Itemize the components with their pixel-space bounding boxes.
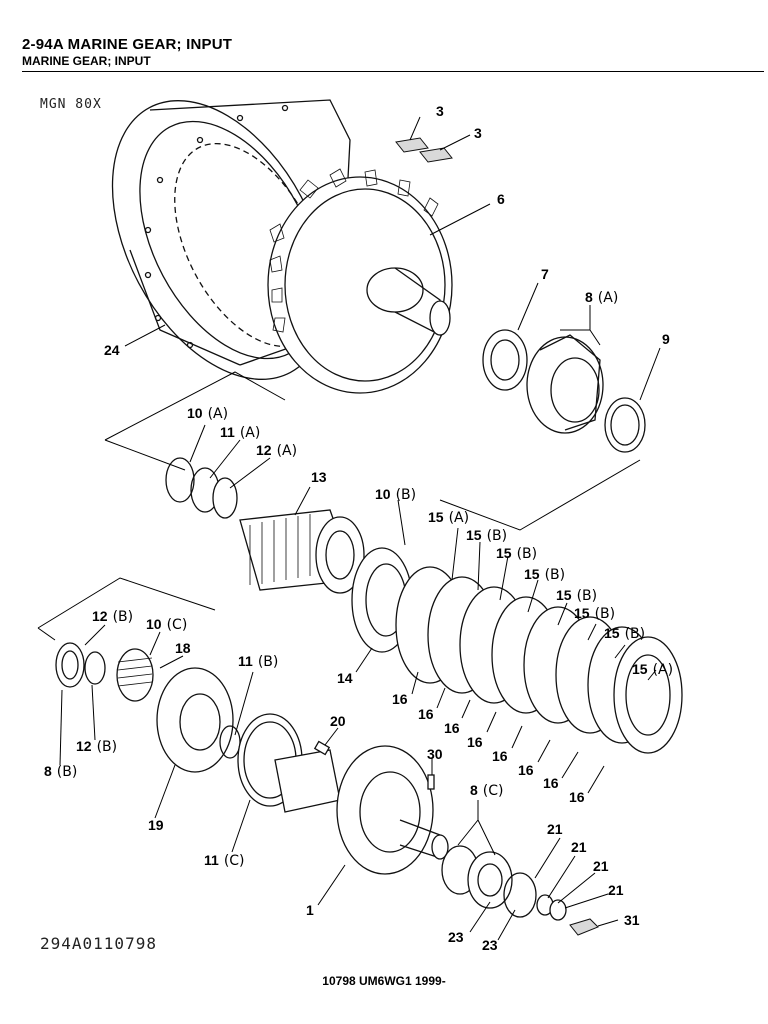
spline-sleeve-13-drawing <box>239 509 365 594</box>
left-small-parts-drawing <box>55 642 154 702</box>
callout-15b5: 15(B) <box>574 605 615 622</box>
callout-11c: 11(C) <box>204 852 245 869</box>
callout-20: 20 <box>330 713 346 729</box>
callout-16-7: 16 <box>543 775 559 791</box>
callout-labels: 33678(A)92410(A)11(A)12(A)1310(B)15(A)15… <box>44 103 673 953</box>
gear-6-drawing <box>267 168 453 394</box>
callout-16-5: 16 <box>492 748 508 764</box>
callout-19: 19 <box>148 817 164 833</box>
callout-6: 6 <box>497 191 505 207</box>
callout-21d: 21 <box>608 882 624 898</box>
footer-code: 10798 UM6WG1 1999- <box>322 974 446 988</box>
callout-11b: 11(B) <box>238 653 278 670</box>
page-title: 2-94A MARINE GEAR; INPUT <box>22 36 233 53</box>
bearing-hub-ring-drawing <box>482 329 646 453</box>
callout-16-4: 16 <box>467 734 483 750</box>
callout-21a: 21 <box>547 821 563 837</box>
keys-3-drawing <box>395 137 453 163</box>
callout-21c: 21 <box>593 858 609 874</box>
callout-15b6: 15(B) <box>604 625 645 642</box>
callout-3b: 3 <box>474 125 482 141</box>
callout-23b: 23 <box>482 937 498 953</box>
callout-18: 18 <box>175 640 191 656</box>
callout-8c: 8(C) <box>470 782 504 799</box>
callout-10c: 10(C) <box>146 616 187 633</box>
callout-3a: 3 <box>436 103 444 119</box>
callout-30: 30 <box>427 746 443 762</box>
drawing-number: 294A0110798 <box>40 934 157 953</box>
bearing-rings-nut-drawing <box>441 845 599 936</box>
callout-13: 13 <box>311 469 327 485</box>
leader-lines <box>37 116 661 941</box>
callout-15b1: 15(B) <box>466 527 507 544</box>
callout-15b2: 15(B) <box>496 545 537 562</box>
callout-16-6: 16 <box>518 762 534 778</box>
callout-15a2: 15(A) <box>632 661 673 678</box>
callout-15a1: 15(A) <box>428 509 469 526</box>
clutch-plate-stack-drawing <box>351 547 683 754</box>
page-subtitle: MARINE GEAR; INPUT <box>22 54 151 68</box>
callout-12b-bot: 12(B) <box>76 738 117 755</box>
callout-31: 31 <box>624 912 640 928</box>
callout-10a: 10(A) <box>187 405 228 422</box>
callout-14: 14 <box>337 670 353 686</box>
callout-16-3: 16 <box>444 720 460 736</box>
callout-16-2: 16 <box>418 706 434 722</box>
callout-15b4: 15(B) <box>556 587 597 604</box>
callout-7: 7 <box>541 266 549 282</box>
callout-9: 9 <box>662 331 670 347</box>
callout-16-1: 16 <box>392 691 408 707</box>
callout-24: 24 <box>104 342 120 358</box>
callout-15b3: 15(B) <box>524 566 565 583</box>
callout-12a: 12(A) <box>256 442 297 459</box>
callout-11a: 11(A) <box>220 424 260 441</box>
header-divider <box>22 71 764 72</box>
snap-rings-a-drawing <box>165 457 238 519</box>
shaft-gear-1-drawing <box>274 740 449 875</box>
callout-8b: 8(B) <box>44 763 77 780</box>
callout-12b-top: 12(B) <box>92 608 133 625</box>
callout-1: 1 <box>306 902 314 918</box>
callout-8a: 8(A) <box>585 289 618 306</box>
callout-16-8: 16 <box>569 789 585 805</box>
callout-10b: 10(B) <box>375 486 416 503</box>
callout-23a: 23 <box>448 929 464 945</box>
callout-21b: 21 <box>571 839 587 855</box>
model-label: MGN 80X <box>40 97 102 112</box>
